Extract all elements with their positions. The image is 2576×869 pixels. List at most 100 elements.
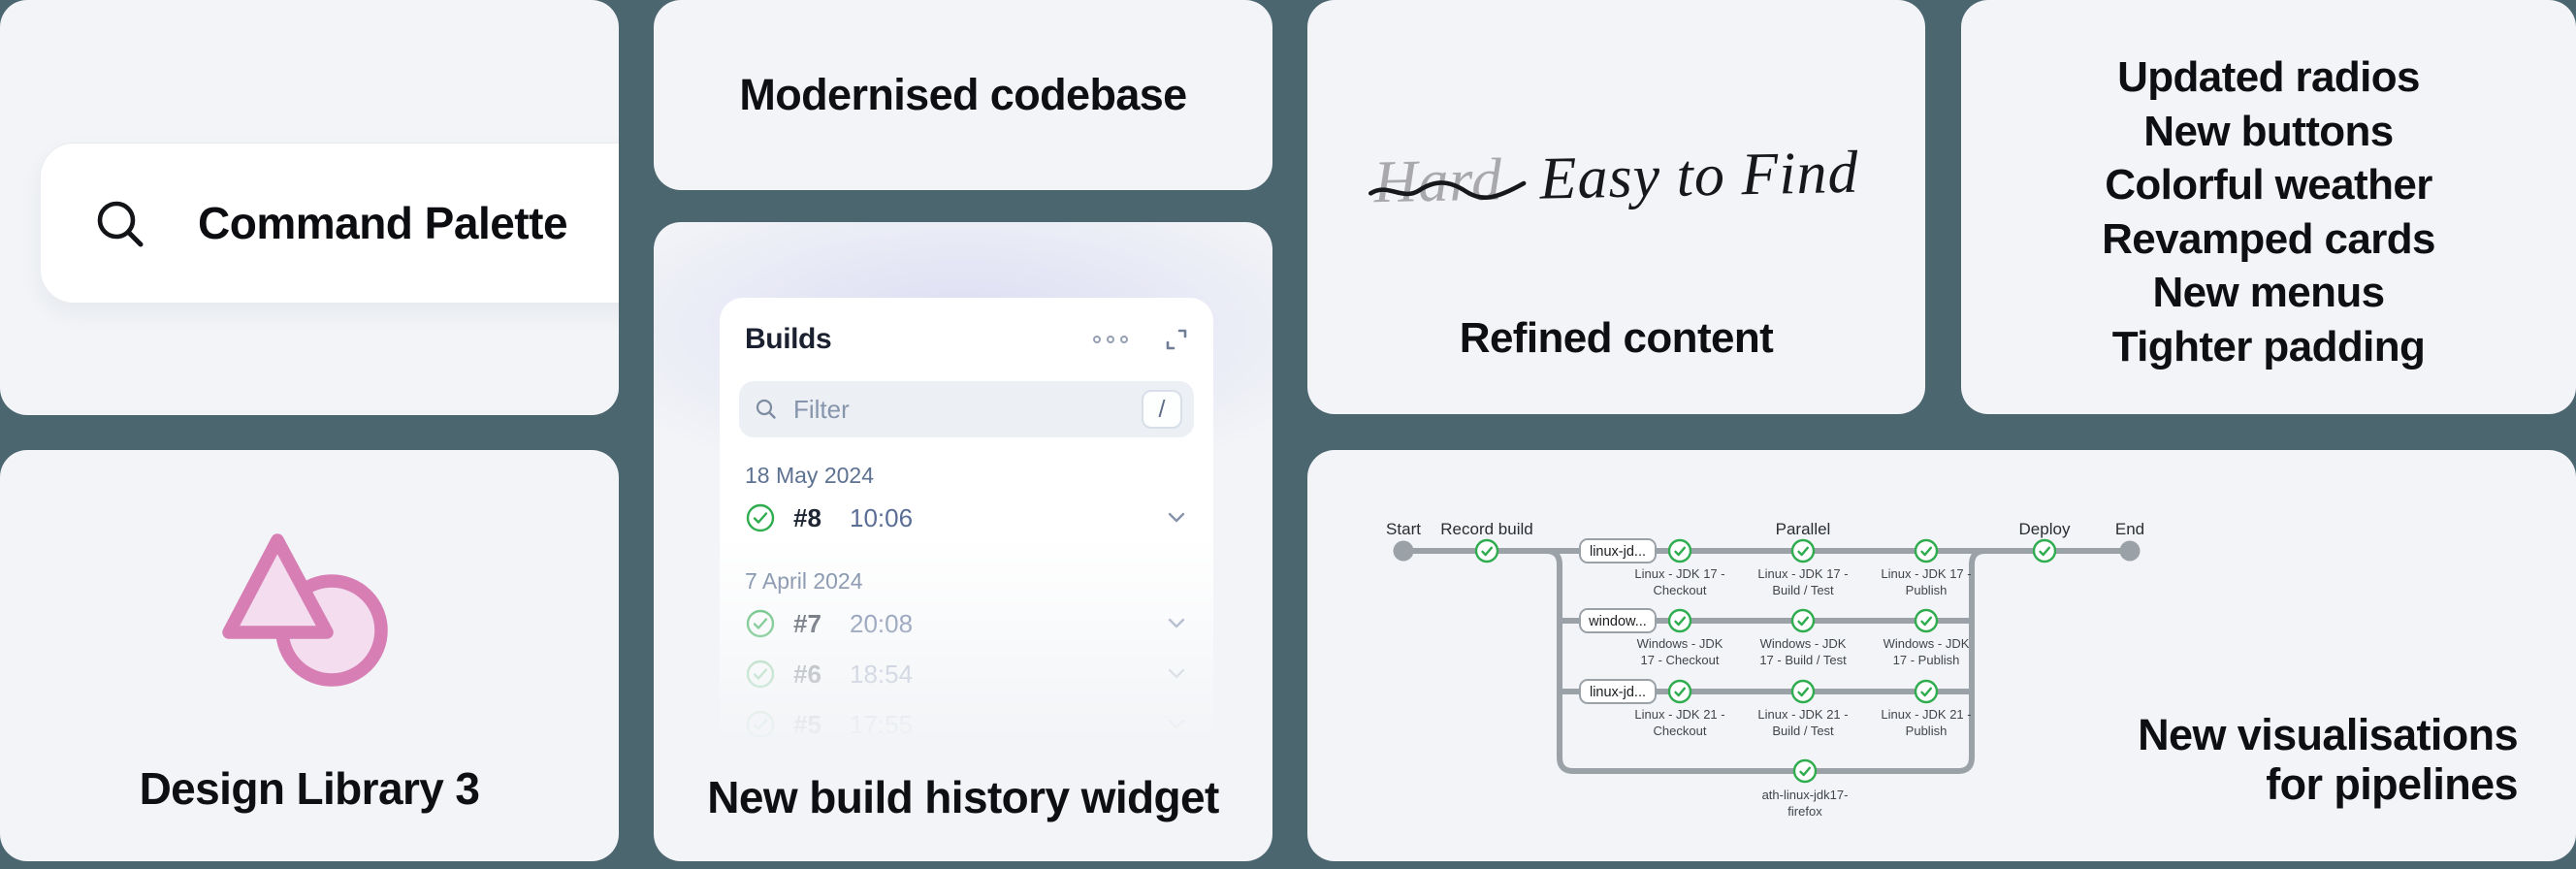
expand-icon[interactable]	[1163, 326, 1190, 353]
step-success-icon[interactable]	[1914, 538, 1939, 563]
step-caption: firefox	[1787, 804, 1822, 819]
build-time: 20:08	[850, 608, 914, 638]
search-input-value: Command Palette	[198, 198, 568, 248]
branch-pill[interactable]: linux-jd...	[1579, 538, 1657, 563]
step-caption: 17 - Build / Test	[1759, 653, 1847, 667]
caption-line: for pipelines	[2266, 759, 2518, 809]
build-number: #4	[793, 759, 821, 789]
step-caption: 17 - Checkout	[1641, 653, 1720, 667]
card-caption: New build history widget	[707, 772, 1219, 822]
shortcut-key-badge: /	[1142, 390, 1182, 429]
stage-label-end: End	[2115, 520, 2144, 538]
build-number: #8	[793, 502, 821, 532]
build-time: 17:55	[850, 709, 914, 739]
step-success-icon[interactable]	[1914, 679, 1939, 704]
svg-text:linux-jd...: linux-jd...	[1590, 685, 1646, 700]
stage-label-start: Start	[1386, 520, 1421, 538]
step-success-icon[interactable]	[1667, 538, 1692, 563]
card-modernised-codebase: Modernised codebase	[654, 0, 1272, 190]
build-row[interactable]: #8 10:06	[739, 493, 1194, 543]
step-success-icon[interactable]	[1790, 679, 1816, 704]
step-caption: Linux - JDK 17 -	[1634, 566, 1724, 581]
more-menu-icon[interactable]	[1093, 336, 1128, 343]
build-row[interactable]: #4 10:48	[739, 750, 1194, 800]
step-caption: Linux - JDK 17 -	[1757, 566, 1848, 581]
step-caption: Linux - JDK 17 -	[1881, 566, 1971, 581]
step-caption: Publish	[1906, 583, 1948, 597]
step-caption: Publish	[1906, 724, 1948, 738]
step-success-icon[interactable]	[1914, 608, 1939, 633]
design-library-logo	[222, 533, 388, 687]
chevron-down-icon[interactable]	[1167, 769, 1186, 781]
chevron-down-icon[interactable]	[1167, 512, 1186, 524]
end-node[interactable]	[2119, 540, 2141, 562]
card-caption: Refined content	[1459, 314, 1774, 362]
step-caption: Checkout	[1654, 724, 1707, 738]
card-build-history: Builds Filter / 18 May 2024 #8 10:06	[654, 222, 1272, 861]
chevron-down-icon[interactable]	[1167, 618, 1186, 629]
card-pipeline-visualisation: Start Record build Parallel Deploy End l…	[1307, 450, 2576, 861]
build-date-header: 7 April 2024	[745, 568, 863, 594]
card-feature-list: Updated radios New buttons Colorful weat…	[1961, 0, 2576, 414]
handwriting: Hard Easy to Find	[1307, 137, 1925, 218]
build-number: #7	[793, 608, 821, 638]
step-success-icon[interactable]	[1792, 758, 1818, 784]
branch-pill[interactable]: window...	[1579, 608, 1657, 633]
strikethrough-squiggle	[1368, 180, 1526, 201]
feature-line: Colorful weather	[2105, 161, 2432, 209]
card-caption: Modernised codebase	[739, 70, 1187, 119]
feature-line: New buttons	[2143, 107, 2394, 155]
filter-placeholder: Filter	[793, 394, 850, 424]
step-caption: Checkout	[1654, 583, 1707, 597]
card-refined-content: Hard Easy to Find Refined content	[1307, 0, 1925, 414]
stage-label-parallel: Parallel	[1776, 520, 1831, 538]
build-row[interactable]: #5 17:55	[739, 699, 1194, 750]
step-caption: ath-linux-jdk17-	[1762, 788, 1849, 802]
success-check-icon	[746, 710, 775, 739]
svg-text:linux-jd...: linux-jd...	[1590, 544, 1646, 560]
stage-label-record: Record build	[1440, 520, 1532, 538]
build-time: 10:06	[850, 502, 914, 532]
pipeline-branch-loop	[1543, 548, 1988, 774]
step-caption: 17 - Publish	[1893, 653, 1960, 667]
struck-word: Hard	[1368, 145, 1526, 217]
build-time: 10:48	[850, 759, 914, 789]
filter-input[interactable]: Filter /	[739, 381, 1194, 437]
build-date-header: 18 May 2024	[745, 463, 874, 488]
search-icon	[756, 399, 776, 419]
step-caption: Linux - JDK 21 -	[1881, 707, 1971, 722]
step-caption: Linux - JDK 21 -	[1634, 707, 1724, 722]
card-caption: Design Library 3	[139, 763, 480, 814]
feature-line: Revamped cards	[2102, 214, 2435, 263]
step-caption: Windows - JDK	[1637, 636, 1723, 651]
chevron-down-icon[interactable]	[1167, 719, 1186, 730]
branch-pill[interactable]: linux-jd...	[1579, 679, 1657, 704]
command-palette-search-input[interactable]: Command Palette	[41, 144, 619, 303]
stage-label-deploy: Deploy	[2019, 520, 2071, 538]
feature-line: Updated radios	[2117, 53, 2420, 101]
start-node[interactable]	[1393, 540, 1414, 562]
chevron-down-icon[interactable]	[1167, 668, 1186, 680]
build-number: #5	[793, 709, 821, 739]
step-caption: Windows - JDK	[1760, 636, 1847, 651]
search-icon	[97, 201, 144, 247]
step-success-icon[interactable]	[1790, 608, 1816, 633]
caption-line: New visualisations	[2138, 710, 2518, 759]
step-success-icon[interactable]	[2032, 538, 2057, 563]
step-caption: Build / Test	[1772, 583, 1834, 597]
step-caption: Build / Test	[1772, 724, 1834, 738]
feature-line: Tighter padding	[2111, 322, 2426, 370]
success-check-icon	[746, 609, 775, 638]
widget-title: Builds	[745, 323, 832, 355]
step-success-icon[interactable]	[1667, 608, 1692, 633]
step-success-icon[interactable]	[1667, 679, 1692, 704]
feature-line: New menus	[2152, 269, 2385, 316]
step-success-icon[interactable]	[1790, 538, 1816, 563]
build-row[interactable]: #7 20:08	[739, 598, 1194, 649]
pipeline-graph: Start Record build Parallel Deploy End l…	[1386, 520, 2144, 819]
build-time: 18:54	[850, 659, 914, 689]
step-success-icon[interactable]	[1474, 538, 1499, 563]
build-row[interactable]: #6 18:54	[739, 649, 1194, 699]
success-check-icon	[746, 660, 775, 689]
